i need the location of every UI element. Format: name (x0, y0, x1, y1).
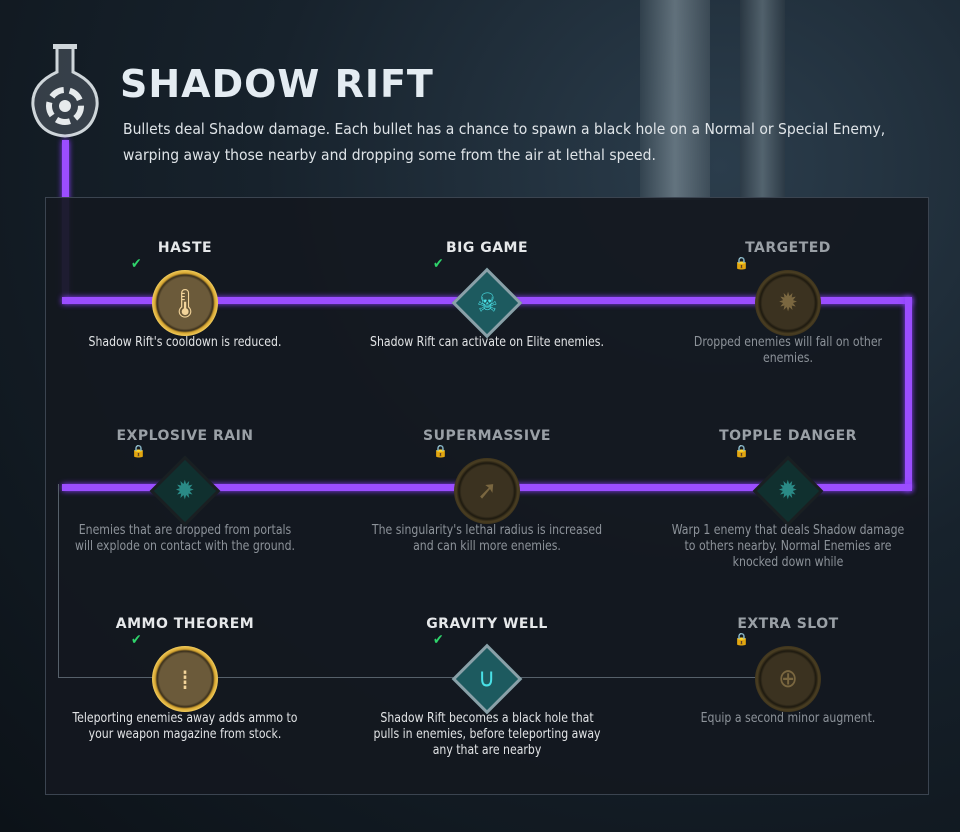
upgrade-node[interactable]: GRAVITY WELL ✔ ∪ Shadow Rift becomes a b… (357, 616, 617, 758)
upgrade-icon[interactable]: ✹ (752, 455, 824, 527)
check-icon: ✔ (433, 632, 444, 648)
upgrade-glyph-icon: ✹ (778, 475, 798, 506)
lock-icon: 🔒 (734, 444, 749, 458)
upgrade-title: SUPERMASSIVE (423, 428, 551, 444)
upgrade-description: Shadow Rift can activate on Elite enemie… (370, 334, 604, 350)
upgrade-title: EXTRA SLOT (737, 616, 839, 632)
vortex-flask-icon (31, 44, 99, 138)
ability-description: Bullets deal Shadow damage. Each bullet … (123, 120, 886, 164)
upgrade-title: GRAVITY WELL (426, 616, 548, 632)
page-title: SHADOW RIFT (120, 62, 434, 106)
lock-icon: 🔒 (433, 444, 448, 458)
upgrade-node[interactable]: HASTE ✔ 🌡 Shadow Rift's cooldown is redu… (55, 240, 315, 350)
upgrade-node[interactable]: SUPERMASSIVE 🔒 ➚ The singularity's letha… (357, 428, 617, 554)
upgrade-title: EXPLOSIVE RAIN (116, 428, 254, 444)
upgrade-icon[interactable]: ⊕ (755, 646, 821, 712)
upgrade-description: Enemies that are dropped from portals wi… (75, 522, 295, 554)
upgrade-icon[interactable]: ➚ (454, 458, 520, 524)
upgrade-node[interactable]: EXPLOSIVE RAIN 🔒 ✹ Enemies that are drop… (55, 428, 315, 554)
upgrade-glyph-icon: ➚ (477, 476, 497, 506)
check-icon: ✔ (131, 632, 142, 648)
locked-path (58, 484, 758, 678)
upgrade-description: Shadow Rift becomes a black hole that pu… (373, 710, 601, 758)
upgrade-icon[interactable]: 🌡 (152, 270, 218, 336)
upgrade-node[interactable]: EXTRA SLOT 🔒 ⊕ Equip a second minor augm… (658, 616, 918, 726)
upgrade-title: HASTE (157, 240, 213, 256)
upgrade-glyph-icon: ⁞ (181, 662, 189, 696)
lock-icon: 🔒 (131, 444, 146, 458)
upgrade-description: Teleporting enemies away adds ammo to yo… (72, 710, 298, 742)
upgrade-glyph-icon: ✹ (175, 475, 195, 506)
upgrade-description: Shadow Rift's cooldown is reduced. (88, 334, 282, 350)
background-pillar (740, 0, 785, 200)
upgrade-icon[interactable]: ✹ (149, 455, 221, 527)
upgrade-title: TARGETED (745, 240, 831, 256)
upgrade-node[interactable]: BIG GAME ✔ ☠ Shadow Rift can activate on… (357, 240, 617, 350)
check-icon: ✔ (433, 256, 444, 272)
upgrade-title: BIG GAME (445, 240, 529, 256)
upgrade-node[interactable]: TARGETED 🔒 ✹ Dropped enemies will fall o… (658, 240, 918, 366)
upgrade-title: TOPPLE DANGER (719, 428, 857, 444)
check-icon: ✔ (131, 256, 142, 272)
background-pillar (640, 0, 710, 200)
lock-icon: 🔒 (734, 632, 749, 646)
upgrade-description: The singularity's lethal radius is incre… (371, 522, 603, 554)
upgrade-node[interactable]: AMMO THEOREM ✔ ⁞ Teleporting enemies awa… (55, 616, 315, 742)
upgrade-icon[interactable]: ✹ (755, 270, 821, 336)
upgrade-glyph-icon: ⊕ (778, 664, 798, 694)
upgrade-description: Dropped enemies will fall on other enemi… (693, 334, 883, 366)
upgrade-title: AMMO THEOREM (115, 616, 255, 632)
progress-path (905, 297, 912, 491)
upgrade-description: Warp 1 enemy that deals Shadow damage to… (671, 522, 905, 570)
upgrade-icon[interactable]: ☠ (451, 267, 523, 339)
upgrade-glyph-icon: ✹ (778, 288, 798, 318)
upgrade-icon[interactable]: ∪ (451, 643, 523, 715)
upgrade-node[interactable]: TOPPLE DANGER 🔒 ✹ Warp 1 enemy that deal… (658, 428, 918, 570)
upgrade-icon[interactable]: ⁞ (152, 646, 218, 712)
lock-icon: 🔒 (734, 256, 749, 270)
upgrade-description: Equip a second minor augment. (700, 710, 876, 726)
upgrade-glyph-icon: ∪ (478, 663, 496, 694)
upgrade-glyph-icon: 🌡 (167, 286, 203, 320)
upgrade-glyph-icon: ☠ (476, 287, 498, 318)
